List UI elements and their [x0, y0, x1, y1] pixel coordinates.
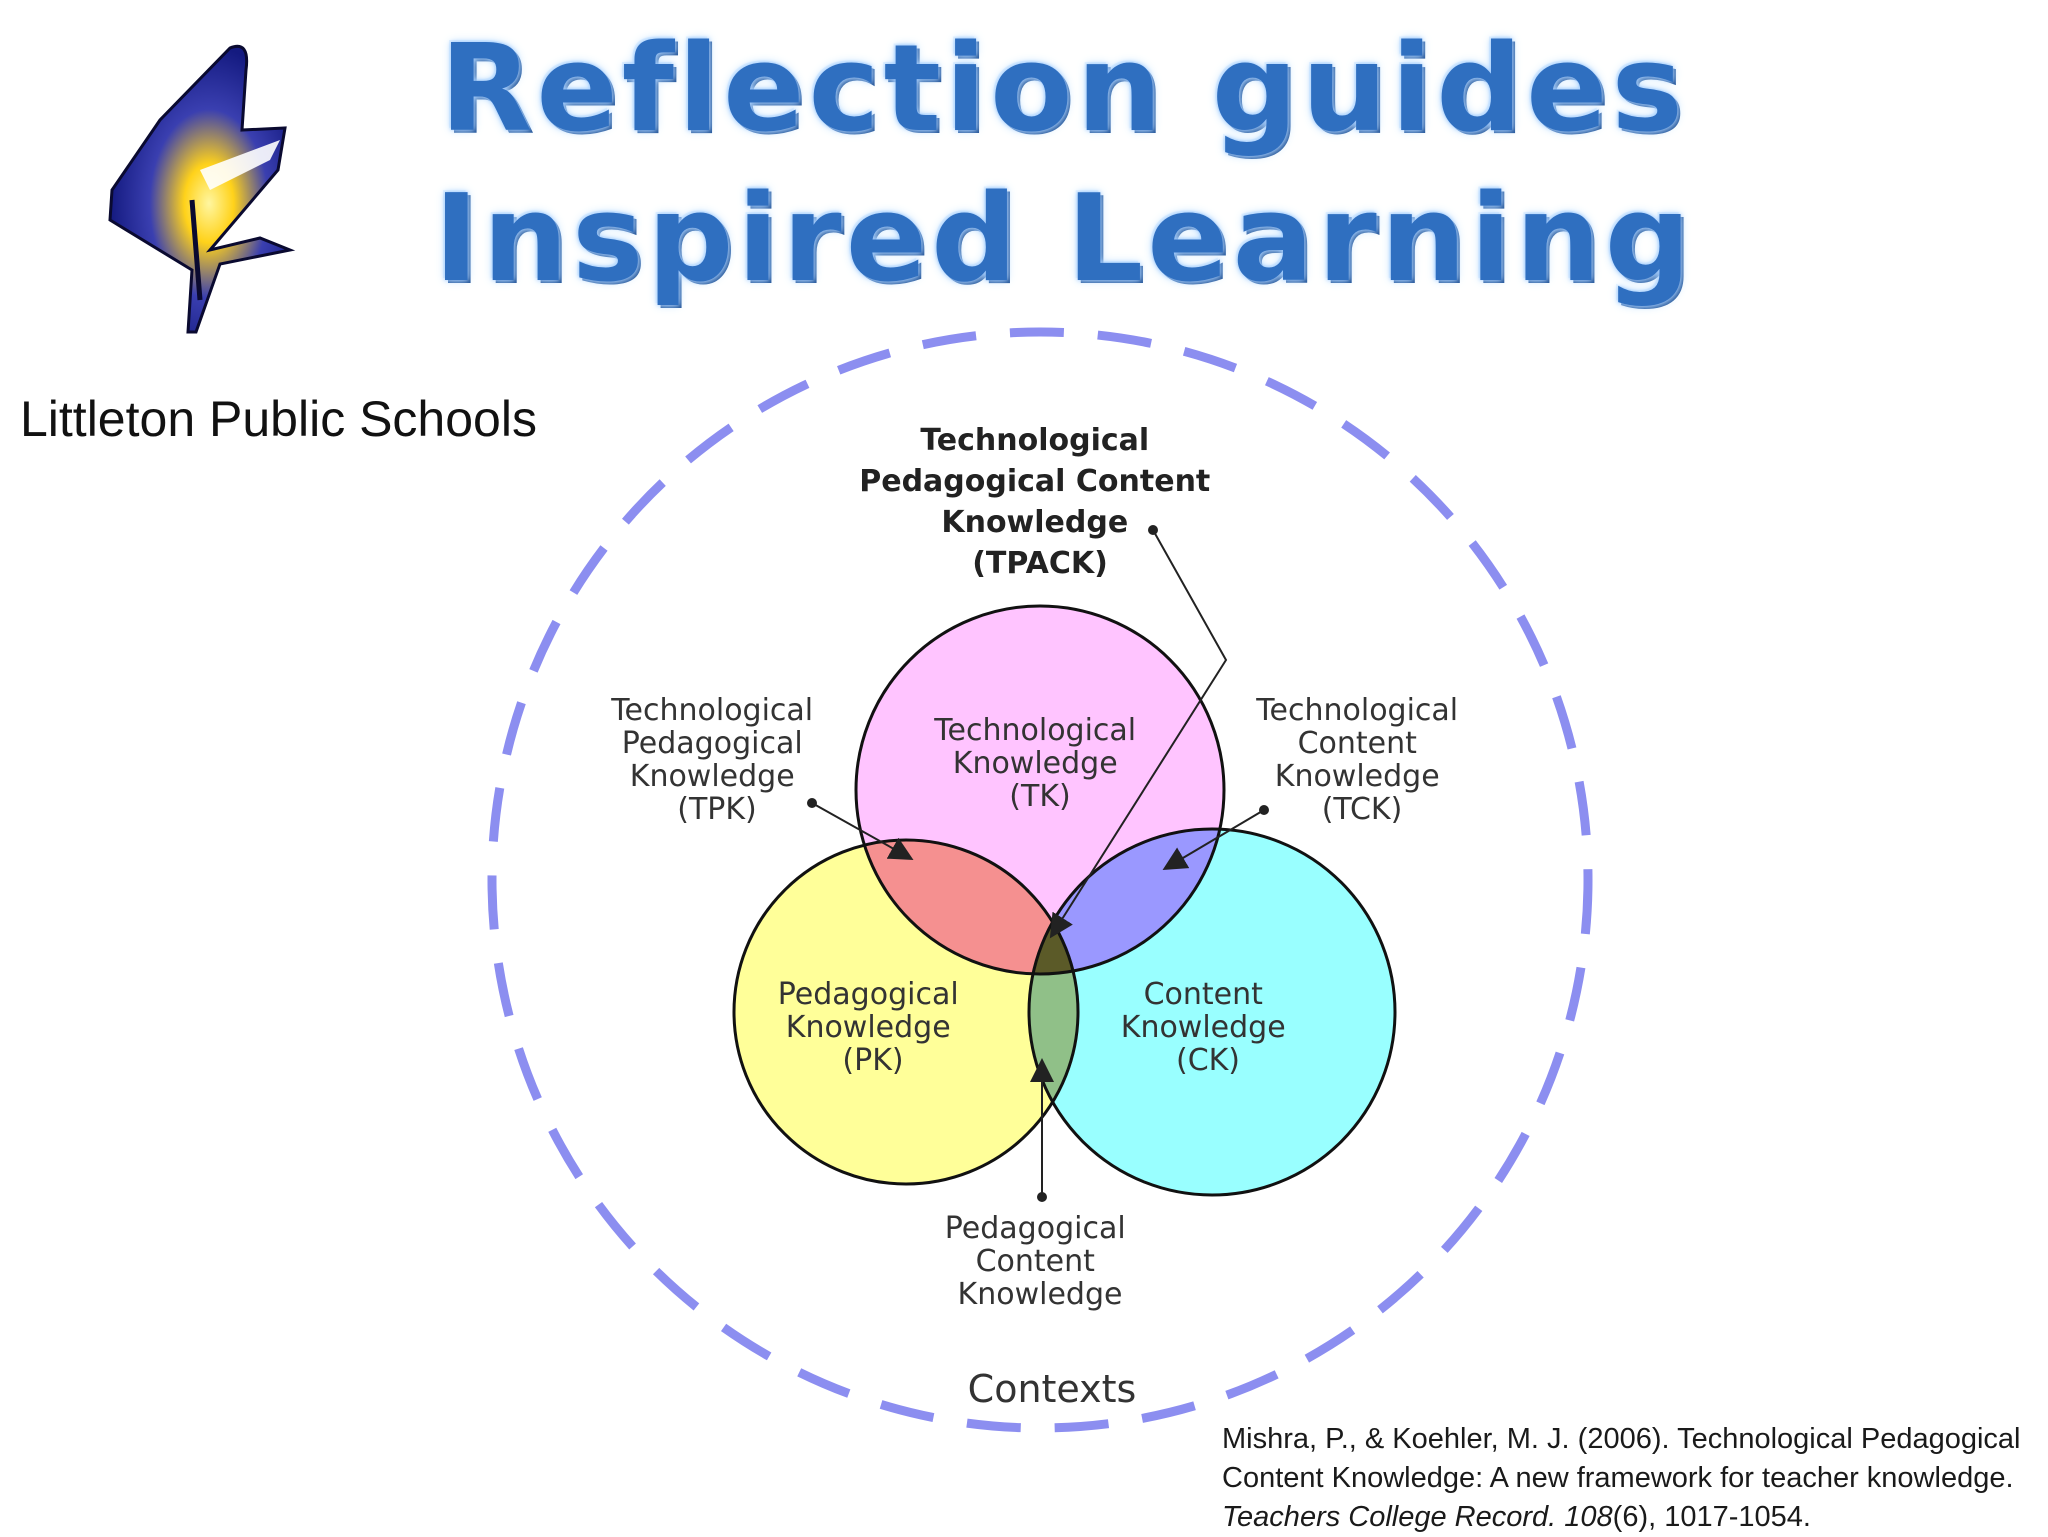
- contexts-ring: [487, 327, 1593, 1433]
- title-line-1: Reflection guides: [440, 20, 1687, 159]
- tpk-pointer: [807, 798, 914, 860]
- citation-journal: Teachers College Record. 108: [1222, 1501, 1613, 1533]
- district-logo: [108, 44, 296, 334]
- citation-authors: Mishra, P., & Koehler, M. J. (2006). Tec…: [1222, 1423, 2021, 1494]
- tpack-label: Technological Pedagogical Content Knowle…: [859, 423, 1220, 581]
- organization-name: Littleton Public Schools: [20, 391, 537, 447]
- pck-label: Pedagogical Content Knowledge: [945, 1211, 1135, 1312]
- tpk-label: Technological Pedagogical Knowledge (TPK…: [610, 693, 822, 827]
- tck-overlap: [1029, 829, 1224, 974]
- tck-pointer: [1162, 805, 1269, 871]
- citation: Mishra, P., & Koehler, M. J. (2006). Tec…: [1222, 1420, 2022, 1537]
- contexts-label: Contexts: [968, 1367, 1137, 1411]
- ck-label: Content Knowledge (CK): [1121, 977, 1295, 1078]
- citation-issue-pages: (6), 1017-1054.: [1612, 1501, 1811, 1533]
- title-line-2: Inspired Learning: [434, 170, 1695, 309]
- pck-pointer: [1030, 1058, 1054, 1202]
- tk-label: Technological Knowledge (TK): [933, 713, 1145, 814]
- pk-label: Pedagogical Knowledge (PK): [778, 977, 968, 1078]
- tck-label: Technological Content Knowledge (TCK): [1255, 693, 1467, 827]
- tpk-overlap: [856, 840, 1078, 974]
- tpack-pointer: [1049, 525, 1228, 939]
